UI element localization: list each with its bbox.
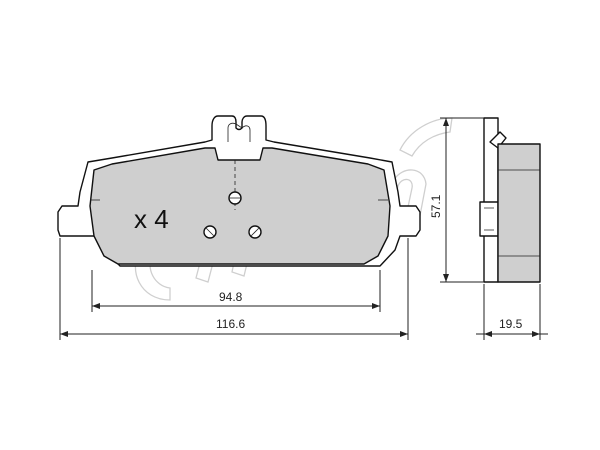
- inner-width-value: 94.8: [219, 290, 243, 304]
- friction-pad: [89, 147, 391, 265]
- thickness-value: 19.5: [499, 317, 523, 331]
- side-friction-pad: [497, 143, 541, 283]
- overall-width-value: 116.6: [216, 317, 245, 331]
- tab-slot: [227, 122, 251, 142]
- dimension-overall-width: 116.6: [59, 238, 409, 340]
- height-value: 57.1: [429, 194, 443, 218]
- brake-pad-front-view: [57, 115, 421, 267]
- dimension-inner-width: 94.8: [91, 270, 381, 312]
- dimension-thickness: 19.5: [476, 284, 548, 340]
- brake-pad-side-view: 57.1: [429, 117, 541, 283]
- quantity-label: x 4: [134, 204, 169, 234]
